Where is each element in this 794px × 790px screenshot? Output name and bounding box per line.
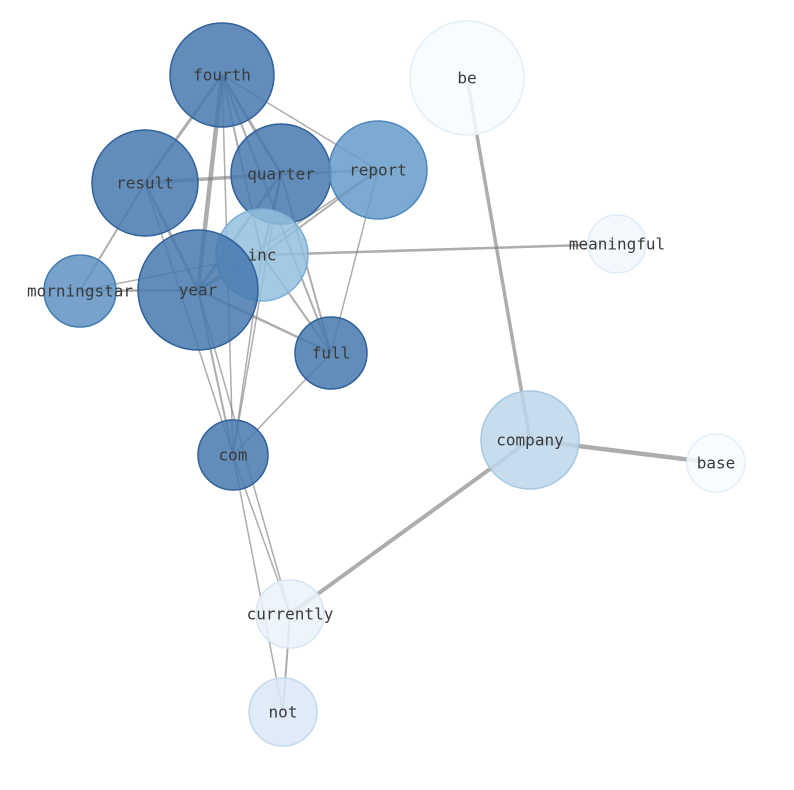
edge-company-be: [465, 77, 532, 441]
node-not: [248, 677, 318, 747]
node-com: [197, 419, 269, 491]
node-year: [137, 229, 259, 351]
node-company: [480, 390, 580, 490]
node-report: [328, 120, 428, 220]
node-result: [91, 129, 199, 237]
node-fourth: [169, 22, 275, 128]
node-layer: [43, 20, 746, 747]
node-base: [686, 433, 746, 493]
node-morningstar: [43, 254, 117, 328]
edge-com-not: [232, 454, 284, 713]
node-full: [294, 316, 368, 390]
node-meaningful: [587, 214, 647, 274]
node-be: [409, 20, 525, 136]
edge-inc-meaningful: [261, 242, 618, 257]
node-currently: [255, 579, 325, 649]
node-quarter: [230, 123, 332, 225]
